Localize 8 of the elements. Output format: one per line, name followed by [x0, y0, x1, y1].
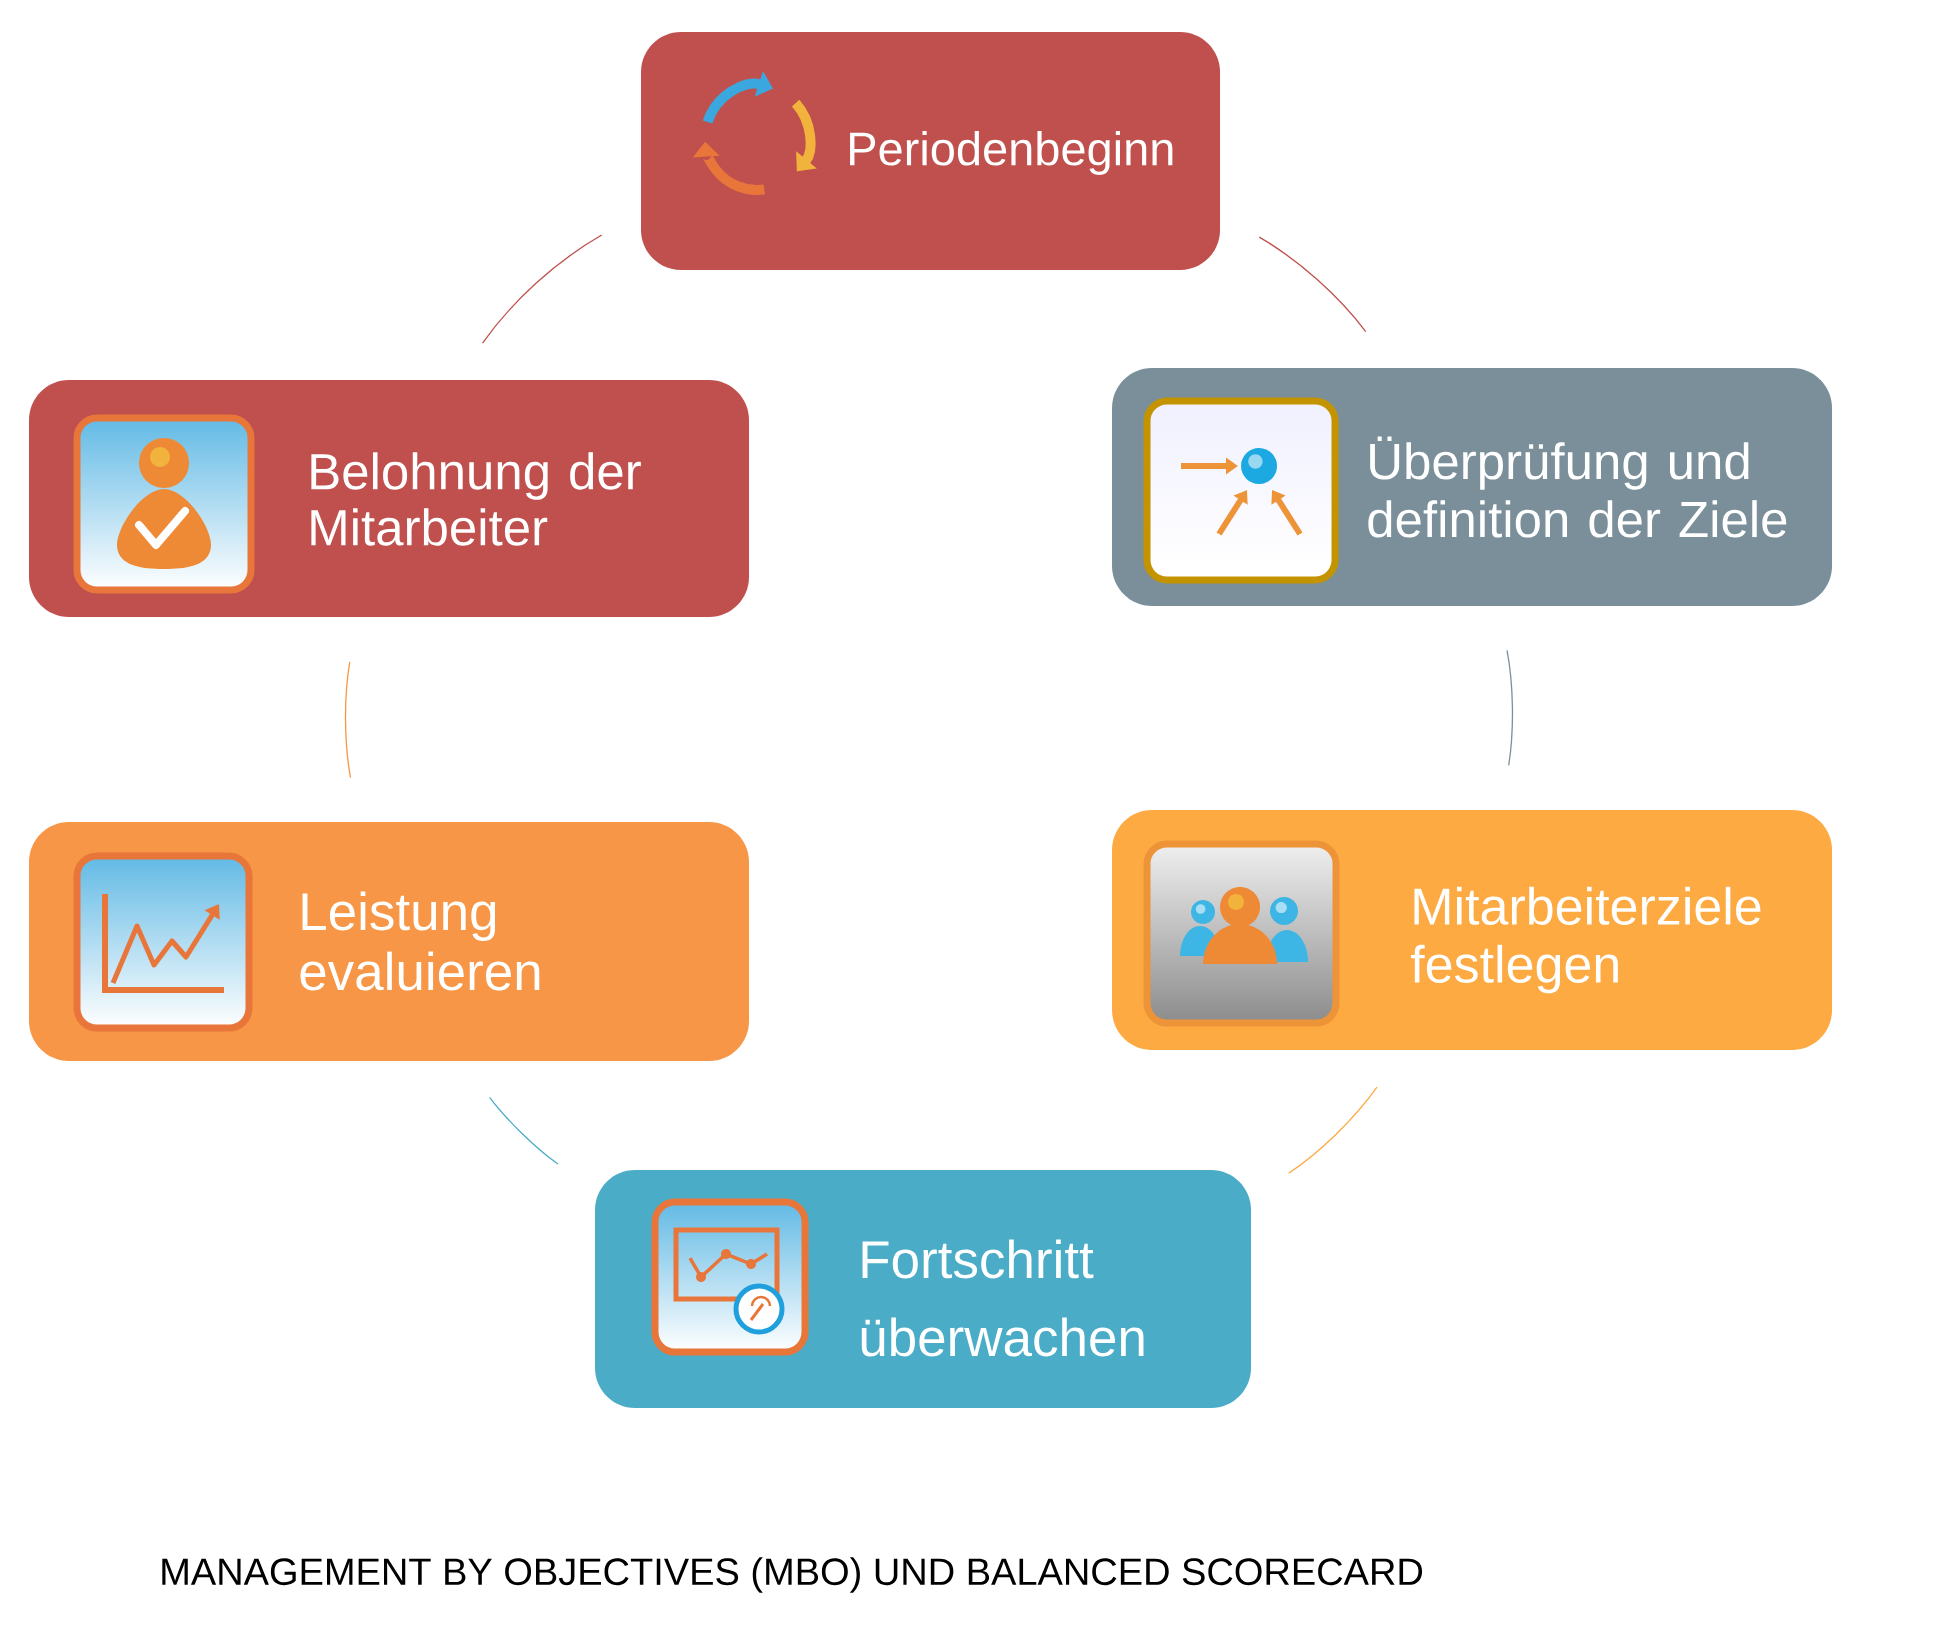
process-box: Periodenbeginn — [641, 32, 1220, 270]
curved-line — [489, 1096, 559, 1165]
curved-line — [1506, 649, 1514, 767]
curved-line — [1288, 1086, 1378, 1174]
curved-line — [481, 234, 603, 344]
curved-line — [344, 661, 352, 779]
caption: MANAGEMENT BY OBJECTIVES (MBO) UND BALANCED SCORECARD — [162, 1557, 1423, 1593]
curved-line — [1258, 236, 1367, 333]
